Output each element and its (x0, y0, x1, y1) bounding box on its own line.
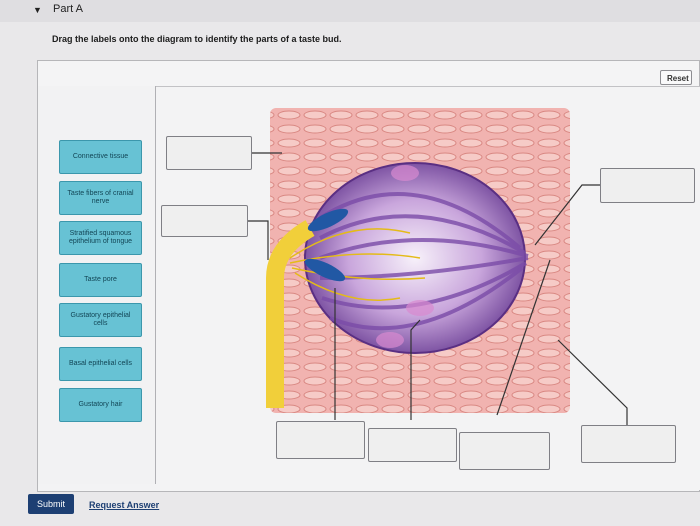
taste-bud-diagram (250, 108, 580, 418)
drop-target-7[interactable] (581, 425, 676, 463)
label-chip-gustatory-epithelial-cells[interactable]: Gustatory epithelial cells (59, 303, 142, 337)
label-chip-gustatory-hair[interactable]: Gustatory hair (59, 388, 142, 422)
collapse-caret-icon[interactable]: ▼ (33, 5, 42, 15)
label-chip-taste-pore[interactable]: Taste pore (59, 263, 142, 297)
part-header[interactable]: ▼ Part A (0, 0, 700, 22)
drop-target-5[interactable] (368, 428, 457, 462)
drop-target-6[interactable] (459, 432, 550, 470)
part-title: Part A (53, 3, 83, 15)
request-answer-link[interactable]: Request Answer (89, 500, 159, 510)
drop-target-3[interactable] (600, 168, 695, 203)
label-chip-basal-epithelial-cells[interactable]: Basal epithelial cells (59, 347, 142, 381)
label-chip-stratified-squamous[interactable]: Stratified squamous epithelium of tongue (59, 221, 142, 255)
label-chip-taste-fibers[interactable]: Taste fibers of cranial nerve (59, 181, 142, 215)
label-chip-connective-tissue[interactable]: Connective tissue (59, 140, 142, 174)
instructions-text: Drag the labels onto the diagram to iden… (52, 34, 342, 44)
drop-target-1[interactable] (166, 136, 252, 170)
drop-target-2[interactable] (161, 205, 248, 237)
drop-target-4[interactable] (276, 421, 365, 459)
submit-button[interactable]: Submit (28, 494, 74, 514)
reset-button[interactable]: Reset (660, 70, 692, 85)
